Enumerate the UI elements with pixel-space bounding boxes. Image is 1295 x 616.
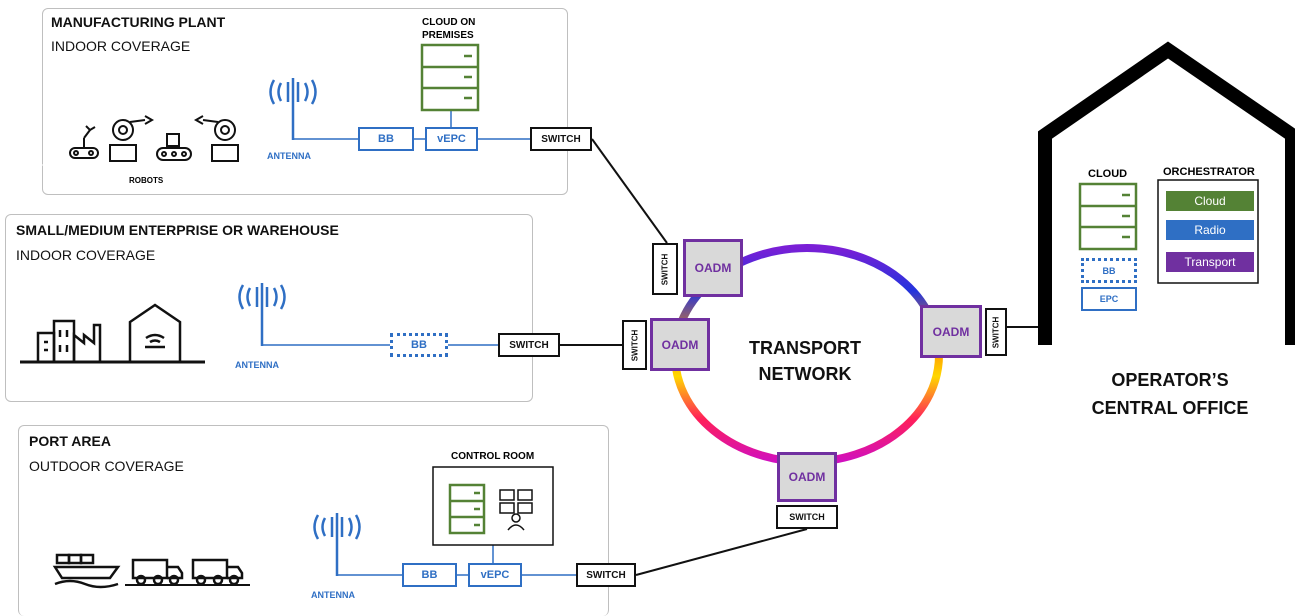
oadm-node: OADM	[683, 239, 743, 297]
central-office-label: OPERATOR’S CENTRAL OFFICE	[1085, 366, 1255, 422]
truck-icon	[125, 558, 250, 586]
antenna-label: ANTENNA	[235, 360, 279, 370]
central-bb-box: BB	[1081, 258, 1137, 283]
oadm-node: OADM	[777, 452, 837, 502]
switch-box: SWITCH	[530, 127, 592, 151]
port-subtitle: OUTDOOR COVERAGE	[29, 458, 184, 474]
enterprise-subtitle: INDOOR COVERAGE	[16, 247, 156, 263]
orchestrator-cloud: Cloud	[1166, 191, 1254, 211]
switch-box: SWITCH	[776, 505, 838, 529]
antenna-icon	[238, 283, 286, 346]
central-office-building	[1038, 41, 1295, 345]
bb-box: BB	[358, 127, 414, 151]
monitor-icon	[499, 489, 533, 531]
transport-label-line2: NETWORK	[758, 364, 852, 384]
robots-label: ROBOTS	[129, 176, 164, 185]
orchestrator-transport: Transport	[1166, 252, 1254, 272]
server-icon	[448, 483, 486, 535]
central-epc-box: EPC	[1081, 287, 1137, 311]
factory-icon	[20, 319, 205, 364]
manufacturing-title: MANUFACTURING PLANT	[51, 14, 226, 30]
vepc-box: vEPC	[425, 127, 478, 151]
vepc-box: vEPC	[468, 563, 522, 587]
control-room-label: CONTROL ROOM	[451, 451, 535, 462]
transport-network-label: TRANSPORT NETWORK	[730, 335, 880, 387]
antenna-icon	[313, 513, 361, 576]
orchestrator-radio: Radio	[1166, 220, 1254, 240]
switch-box: SWITCH	[498, 333, 560, 357]
switch-box: SWITCH	[652, 243, 678, 295]
antenna-icon	[269, 78, 317, 140]
robot-arm-icon	[40, 115, 245, 166]
central-cloud-label: CLOUD	[1088, 168, 1128, 180]
switch-box: SWITCH	[985, 308, 1007, 356]
switch-box: SWITCH	[622, 320, 647, 370]
enterprise-panel	[5, 214, 533, 402]
cloud-on-premises-label-1: CLOUD ON	[422, 17, 476, 28]
central-office-line2: CENTRAL OFFICE	[1091, 398, 1249, 418]
bb-box: BB	[402, 563, 457, 587]
truck-icon	[131, 558, 184, 586]
oadm-node: OADM	[920, 305, 982, 358]
manufacturing-subtitle: INDOOR COVERAGE	[51, 38, 191, 54]
enterprise-title: SMALL/MEDIUM ENTERPRISE OR WAREHOUSE	[16, 222, 339, 238]
cloud-on-premises-label-2: PREMISES	[422, 30, 474, 41]
manufacturing-panel	[42, 8, 568, 195]
port-title: PORT AREA	[29, 433, 111, 449]
oadm-node: OADM	[650, 318, 710, 371]
antenna-label: ANTENNA	[311, 590, 355, 600]
antenna-label: ANTENNA	[267, 151, 311, 161]
ship-icon	[52, 553, 121, 589]
server-icon	[1078, 182, 1138, 251]
warehouse-icon	[128, 303, 182, 362]
transport-label-line1: TRANSPORT	[749, 338, 861, 358]
server-icon	[420, 43, 480, 112]
bb-box: BB	[390, 333, 448, 357]
orchestrator-label: ORCHESTRATOR	[1163, 166, 1255, 178]
switch-box: SWITCH	[576, 563, 636, 587]
central-office-line1: OPERATOR’S	[1111, 370, 1229, 390]
